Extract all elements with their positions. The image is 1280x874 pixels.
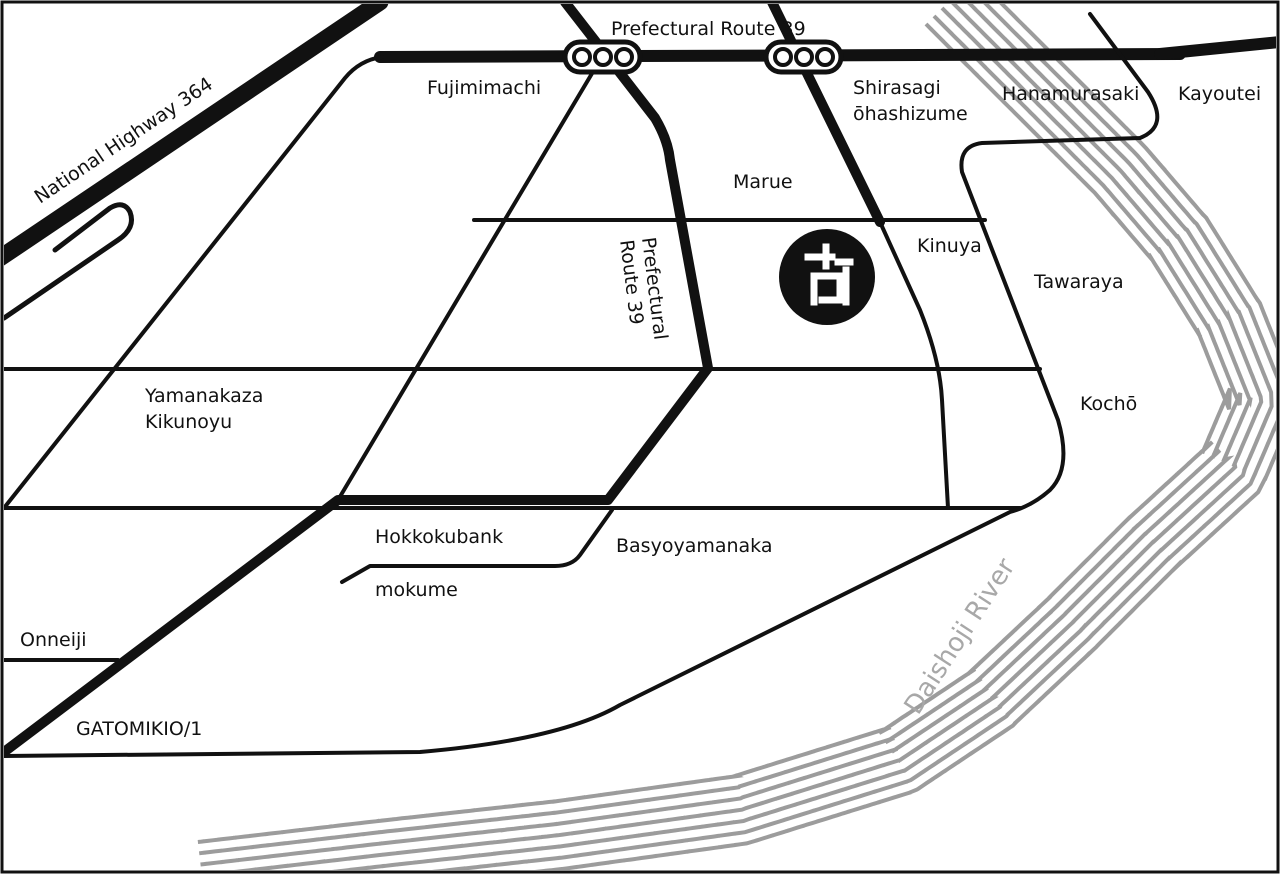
diagonal-road-fujimimachi: [336, 58, 602, 502]
river-wave-line: [200, 6, 1253, 867]
daishoji-river: [197, 4, 1276, 870]
river-wave-line: [197, 22, 1232, 844]
yamanakaza-label-line1: Yamanakaza: [144, 385, 263, 407]
fujimimachi-label: Fujimimachi: [427, 77, 541, 99]
tawaraya-label: Tawaraya: [1033, 271, 1124, 293]
river-wave-line: [332, 4, 1274, 870]
hanamurasaki-label: Hanamurasaki: [1002, 83, 1139, 105]
onneiji-label: Onneiji: [20, 629, 87, 651]
highway-loop-road: [4, 202, 134, 321]
kinuya-road: [878, 220, 950, 510]
prefectural-route-39-vertical: [4, 4, 713, 757]
kinuya-label: Kinuya: [917, 235, 982, 257]
fujimimachi-road: [4, 55, 384, 510]
basyoyamanaka-label: Basyoyamanaka: [616, 535, 772, 557]
shirasagi-label-line2: ōhashizume: [853, 103, 968, 125]
national-highway-364: [4, 4, 389, 266]
river-wave-line: [431, 4, 1276, 870]
river-wave-line: [198, 14, 1243, 856]
traffic-signal-icon: [763, 39, 844, 75]
mokume-road: [340, 508, 614, 584]
gatomikio-label: GATOMIKIO/1: [76, 718, 202, 740]
hokkokubank-label: Hokkokubank: [375, 526, 503, 548]
mokume-label: mokume: [375, 579, 458, 601]
marue-label: Marue: [733, 171, 793, 193]
shirasagi-label-line1: Shirasagi: [853, 77, 941, 99]
river-wave-line: [234, 4, 1264, 870]
river-wave-line: [534, 4, 1276, 870]
traffic-signal-icon: [562, 39, 643, 75]
prefectural-route-39-top-label: Prefectural Route 39: [611, 18, 806, 40]
riverside-road: [4, 12, 1160, 758]
kayoutei-label: Kayoutei: [1178, 83, 1261, 105]
kocho-label: Kochō: [1080, 393, 1137, 415]
destination-logo-icon: [779, 229, 875, 325]
yamanakaza-label-line2: Kikunoyu: [145, 411, 232, 433]
prefectural-route-39-east: [1154, 36, 1276, 60]
shirasagi-road: [767, 4, 885, 227]
